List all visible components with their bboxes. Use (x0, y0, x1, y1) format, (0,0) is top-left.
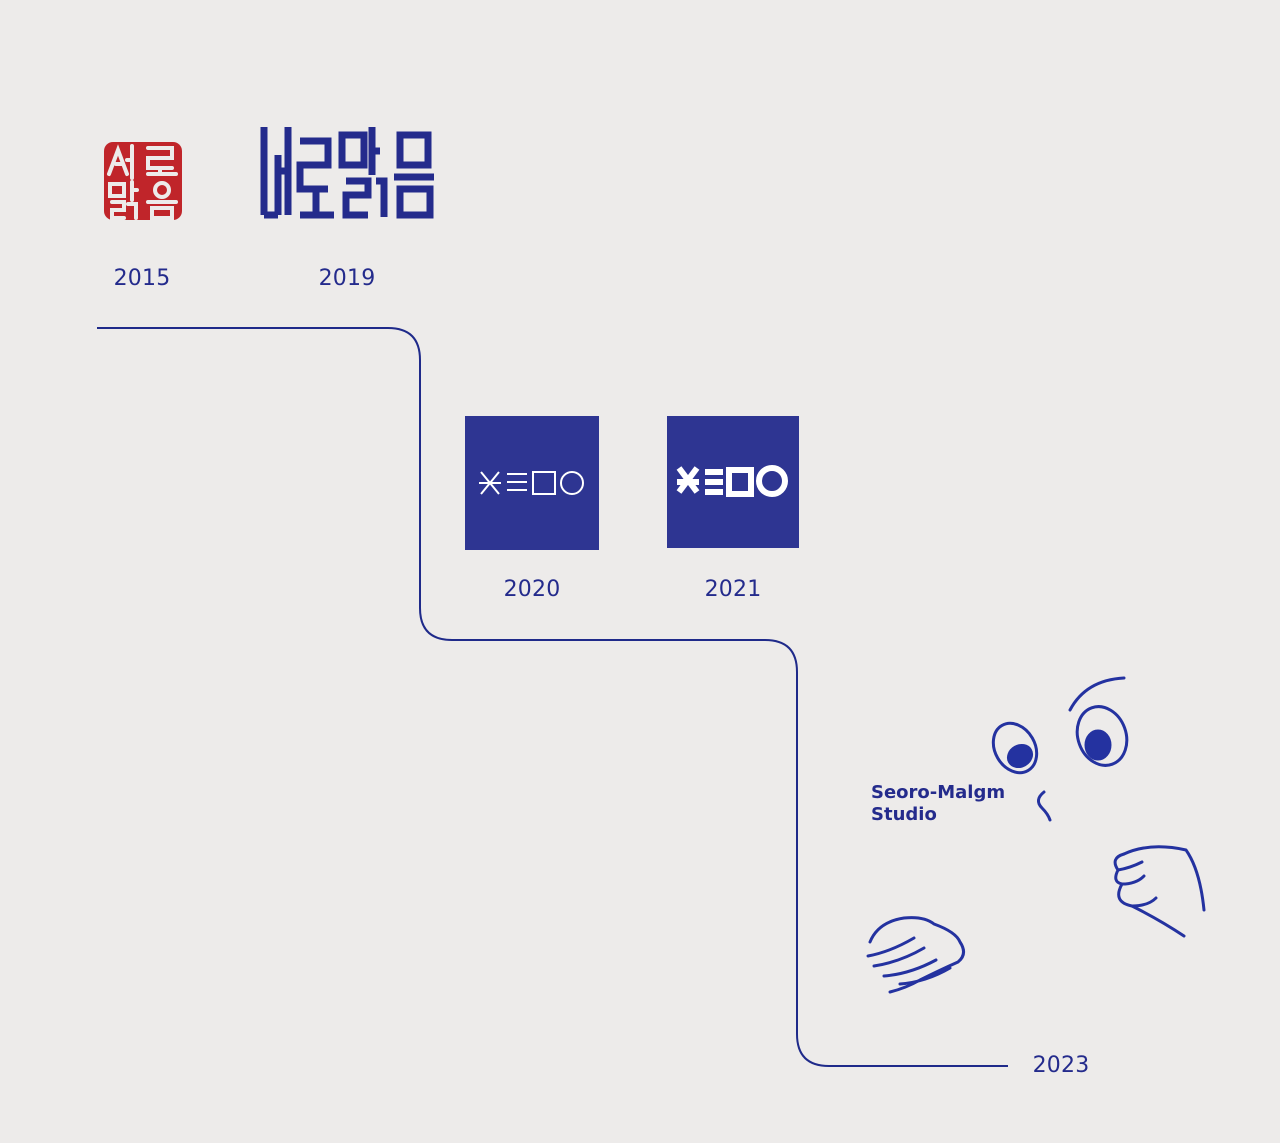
left-hand-icon (866, 916, 965, 994)
outline-square-logo (465, 416, 599, 550)
red-seal-stamp-logo (102, 140, 184, 222)
year-label-2023: 2023 (1032, 1053, 1090, 1078)
studio-name-line1: Seoro-Malgm (871, 782, 1006, 803)
left-eye-icon (991, 721, 1039, 775)
year-label-2020: 2020 (503, 577, 561, 602)
year-label-2019: 2019 (318, 266, 376, 291)
year-label-2021: 2021 (704, 577, 762, 602)
right-eye-icon (1068, 676, 1129, 767)
bold-square-logo (667, 416, 799, 548)
year-label-2015: 2015 (113, 266, 171, 291)
geometric-hangul-wordmark (260, 125, 436, 219)
nose-icon (1037, 790, 1052, 822)
studio-name-line2: Studio (871, 804, 937, 825)
right-hand-icon (1113, 845, 1206, 938)
hand-drawn-character-mascot (860, 670, 1220, 1010)
studio-name: Seoro-Malgm Studio (871, 782, 1005, 826)
